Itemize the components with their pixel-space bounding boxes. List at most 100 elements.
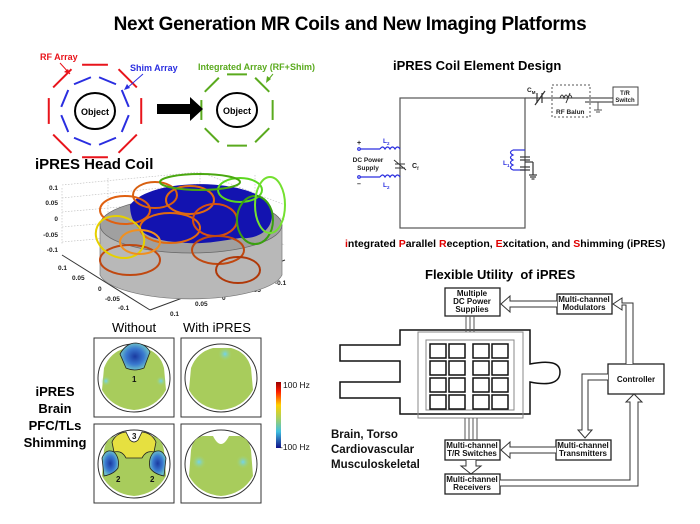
- coil-element: [472, 360, 490, 376]
- array-element: [98, 76, 117, 86]
- rf-array-octagon: [47, 63, 143, 159]
- dc-power-label-1: DC Power: [353, 157, 384, 164]
- y-tick: -0.1: [275, 280, 287, 287]
- tr-switches-label-2: T/R Switches: [447, 449, 497, 458]
- brain-surface: [130, 184, 272, 244]
- yellow-region-3: [111, 431, 157, 459]
- object-left-label: Object: [81, 107, 109, 117]
- object-right-ellipse: [216, 92, 258, 128]
- integrated-array-label: Integrated Array (RF+Shim): [198, 62, 315, 72]
- z-tick: -0.1: [47, 247, 59, 254]
- array-element: [60, 89, 70, 108]
- flexible-utility-title: Flexible Utility of iPRES: [425, 267, 576, 282]
- shimming-maps: 1 3 2 2 100 Hz -100 Hz: [93, 337, 310, 504]
- z-tick: 0.05: [45, 200, 58, 207]
- x-tick: 0.05: [72, 275, 85, 282]
- head-coil-plot: 0.1 0.05 0 -0.05 -0.1 0.1 0.05 0 -0.05 -…: [43, 171, 287, 318]
- side-label-line: PFC/TLs: [28, 418, 82, 433]
- coil-element-grid: [429, 343, 509, 410]
- array-element: [73, 136, 92, 146]
- acronym-letter: R: [438, 238, 447, 250]
- coil-element: [448, 343, 466, 359]
- arrow-controller-to-transmitters: [576, 373, 608, 439]
- region-label-2-left: 2: [116, 475, 121, 484]
- dc-supplies-label-3: Supplies: [455, 305, 489, 314]
- tr-switch-box: [612, 86, 639, 106]
- side-label-line: Shimming: [23, 435, 87, 450]
- coil-element: [448, 394, 466, 410]
- column-header-with: With iPRES: [183, 320, 251, 335]
- receivers-label-1: Multi-channel: [446, 475, 498, 484]
- y-tick: 0.1: [170, 311, 179, 318]
- array-element: [204, 127, 220, 143]
- region-label-2-right: 2: [150, 475, 155, 484]
- plus-sign: +: [357, 140, 361, 147]
- coil-element: [429, 377, 447, 393]
- side-label-line: iPRES: [35, 384, 75, 399]
- x-tick: -0.05: [105, 296, 120, 303]
- integrated-pointer-head: [266, 76, 271, 83]
- array-element: [120, 114, 130, 133]
- coil-element: [429, 360, 447, 376]
- rf-balun-label: RF Balun: [556, 109, 585, 116]
- dc-power-label-2: Supply: [357, 165, 379, 172]
- concept-diagram: Object Object RF Array Shim Array Integr…: [40, 52, 315, 159]
- shim-array-pointer-head: [124, 84, 130, 90]
- x-axis-line: [61, 254, 151, 311]
- x-tick: 0.1: [58, 265, 67, 272]
- acronym-letter: E: [495, 238, 503, 250]
- colorbar: [276, 382, 281, 448]
- arrow-tr-to-receivers: [459, 460, 483, 475]
- array-element: [117, 68, 138, 89]
- acronym-text: himming (iPRES): [580, 238, 666, 250]
- application-line: Brain, Torso: [331, 429, 398, 441]
- coil-element: [491, 377, 509, 393]
- colorbar-max-label: 100 Hz: [283, 380, 310, 390]
- coil-element: [429, 343, 447, 359]
- shim-array-octagon: [60, 76, 130, 146]
- dc-supplies-box: [444, 287, 501, 317]
- application-line: Musculoskeletal: [331, 459, 420, 471]
- tr-switch-label-2: Switch: [615, 98, 635, 104]
- shim-array-label: Shim Array: [130, 63, 178, 73]
- arrow-modulators-to-dc: [500, 294, 557, 314]
- coil-element: [472, 343, 490, 359]
- x-tick: -0.1: [118, 305, 130, 312]
- brain-map-with-top: [189, 348, 253, 410]
- head-coil-title: iPRES Head Coil: [35, 156, 154, 173]
- transmitters-label-1: Multi-channel: [557, 441, 609, 450]
- page-title: Next Generation MR Coils and New Imaging…: [113, 14, 587, 35]
- brain-map-without-top: [102, 348, 166, 410]
- coil-element: [472, 377, 490, 393]
- acronym-text: xcitation, and: [502, 238, 574, 250]
- array-element: [60, 114, 70, 133]
- receivers-label-2: Receivers: [453, 483, 491, 492]
- colorbar-min-label: -100 Hz: [280, 442, 310, 452]
- acronym-letter: S: [573, 238, 581, 250]
- column-header-without: Without: [112, 320, 157, 335]
- y-tick: 0: [222, 295, 226, 302]
- object-right-label: Object: [223, 106, 251, 116]
- coil-design-title: iPRES Coil Element Design: [393, 58, 562, 73]
- array-element: [117, 133, 138, 154]
- flexible-utility-diagram: Multiple DC Power Supplies Multi-channel…: [339, 287, 665, 495]
- z-tick: -0.05: [43, 232, 58, 239]
- brain-map-with-bottom: [189, 436, 253, 496]
- coil-element: [491, 394, 509, 410]
- acronym-letter: i: [345, 238, 348, 250]
- z-tick: 0.1: [49, 185, 58, 192]
- coil-element: [429, 394, 447, 410]
- modulators-label-1: Multi-channel: [558, 295, 610, 304]
- region-label-3: 3: [132, 432, 137, 441]
- coil-element: [491, 343, 509, 359]
- cf-label: Cf: [412, 163, 419, 171]
- l2-top-label: L2: [383, 138, 390, 146]
- application-line: Cardiovascular: [331, 444, 415, 456]
- blue-region-1: [119, 342, 151, 371]
- applications-label: Brain, Torso Cardiovascular Musculoskele…: [331, 428, 420, 473]
- tr-switches-label-1: Multi-channel: [446, 441, 498, 450]
- array-element: [98, 136, 117, 146]
- rf-balun-box: [551, 84, 591, 118]
- array-element: [204, 77, 220, 93]
- cm-label: CM: [527, 87, 536, 95]
